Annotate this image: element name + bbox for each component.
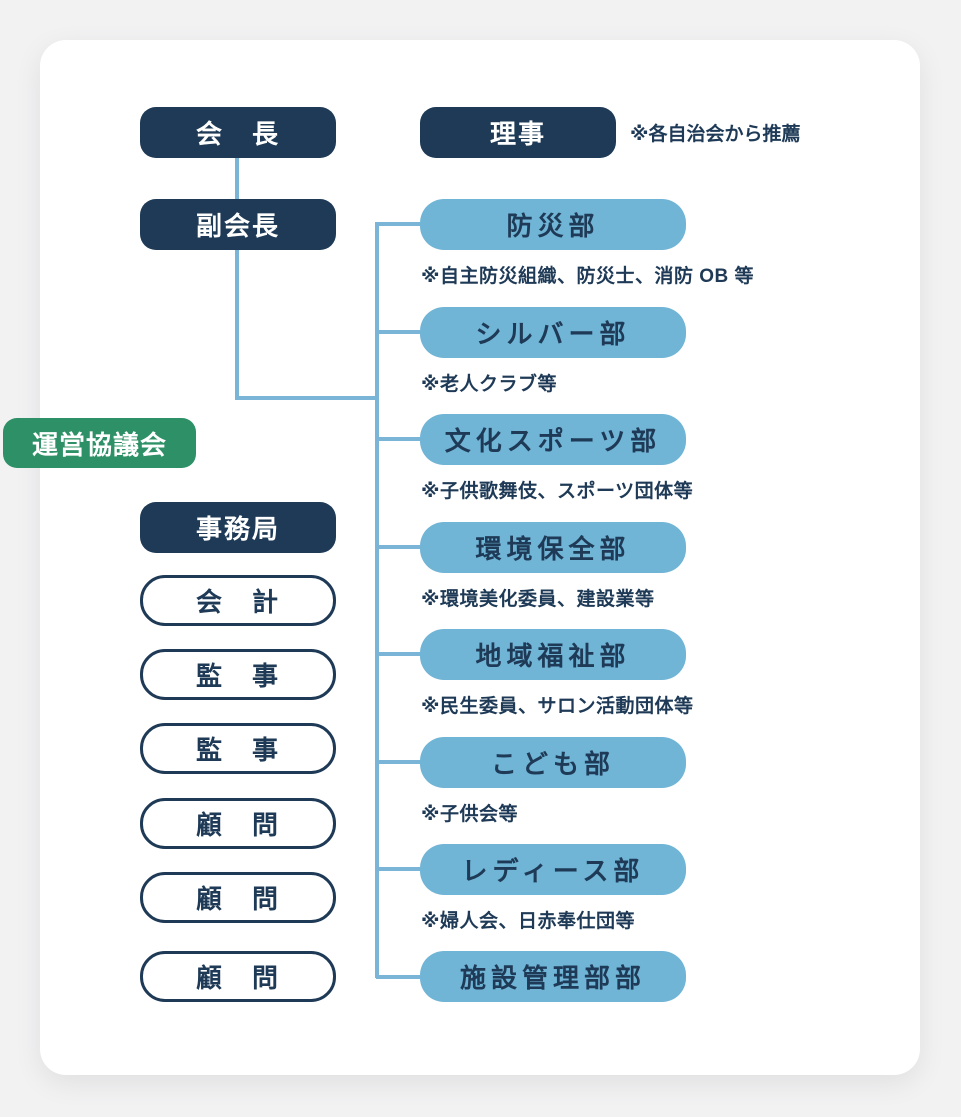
- dept-label: 文化スポーツ部: [444, 426, 662, 456]
- dept-pill-ladies: レディース部: [420, 844, 686, 895]
- dept-note: ※自主防災組織、防災士、消防 OB 等: [421, 266, 755, 287]
- dept-pill-facility-management: 施設管理部部: [420, 951, 686, 1002]
- dept-label: こども部: [490, 749, 615, 779]
- dept-note: ※環境美化委員、建設業等: [421, 589, 655, 610]
- council-tag: 運営協議会: [3, 418, 196, 468]
- officer-label: 顧 問: [195, 810, 280, 840]
- connector-line: [235, 250, 239, 400]
- director-pill: 理事: [420, 107, 616, 158]
- vice-president-label: 副会長: [195, 211, 280, 241]
- dept-label: レディース部: [461, 856, 645, 886]
- officer-label: 監 事: [195, 661, 280, 691]
- secretariat-pill: 事務局: [140, 502, 336, 553]
- dept-label: 環境保全部: [475, 534, 631, 564]
- connector-branch-line: [376, 437, 420, 441]
- dept-note: ※婦人会、日赤奉仕団等: [421, 911, 635, 932]
- officer-label: 顧 問: [195, 963, 280, 993]
- officer-label: 顧 問: [195, 884, 280, 914]
- dept-label: 施設管理部部: [459, 963, 646, 993]
- officer-label: 監 事: [195, 735, 280, 765]
- officer-pill-advisor-2: 顧 問: [140, 872, 336, 923]
- officer-pill-auditor-2: 監 事: [140, 723, 336, 774]
- connector-line: [235, 158, 239, 199]
- dept-note: ※老人クラブ等: [421, 374, 557, 395]
- dept-pill-disaster-prevention: 防災部: [420, 199, 686, 250]
- connector-branch-line: [376, 222, 420, 226]
- dept-pill-environment: 環境保全部: [420, 522, 686, 573]
- officer-pill-advisor-3: 顧 問: [140, 951, 336, 1002]
- dept-pill-silver: シルバー部: [420, 307, 686, 358]
- dept-label: 地域福祉部: [475, 641, 631, 671]
- dept-note: ※子供歌舞伎、スポーツ団体等: [421, 481, 694, 502]
- dept-pill-children: こども部: [420, 737, 686, 788]
- director-label: 理事: [489, 119, 546, 149]
- secretariat-label: 事務局: [195, 514, 280, 544]
- connector-line: [235, 396, 379, 400]
- connector-branch-line: [376, 330, 420, 334]
- connector-branch-line: [376, 652, 420, 656]
- officer-pill-accountant: 会 計: [140, 575, 336, 626]
- council-label: 運営協議会: [31, 429, 167, 460]
- connector-branch-line: [376, 545, 420, 549]
- president-label: 会 長: [195, 119, 280, 149]
- connector-branch-line: [376, 760, 420, 764]
- dept-note: ※民生委員、サロン活動団体等: [421, 696, 694, 717]
- dept-label: シルバー部: [475, 319, 631, 349]
- officer-label: 会 計: [195, 587, 280, 617]
- officer-pill-auditor-1: 監 事: [140, 649, 336, 700]
- connector-branch-line: [376, 867, 420, 871]
- connector-trunk-line: [375, 222, 379, 978]
- connector-branch-line: [376, 975, 420, 979]
- dept-label: 防災部: [506, 211, 600, 241]
- dept-pill-culture-sports: 文化スポーツ部: [420, 414, 686, 465]
- dept-pill-community-welfare: 地域福祉部: [420, 629, 686, 680]
- officer-pill-advisor-1: 顧 問: [140, 798, 336, 849]
- director-note: ※各自治会から推薦: [630, 124, 801, 145]
- dept-note: ※子供会等: [421, 804, 518, 825]
- president-pill: 会 長: [140, 107, 336, 158]
- vice-president-pill: 副会長: [140, 199, 336, 250]
